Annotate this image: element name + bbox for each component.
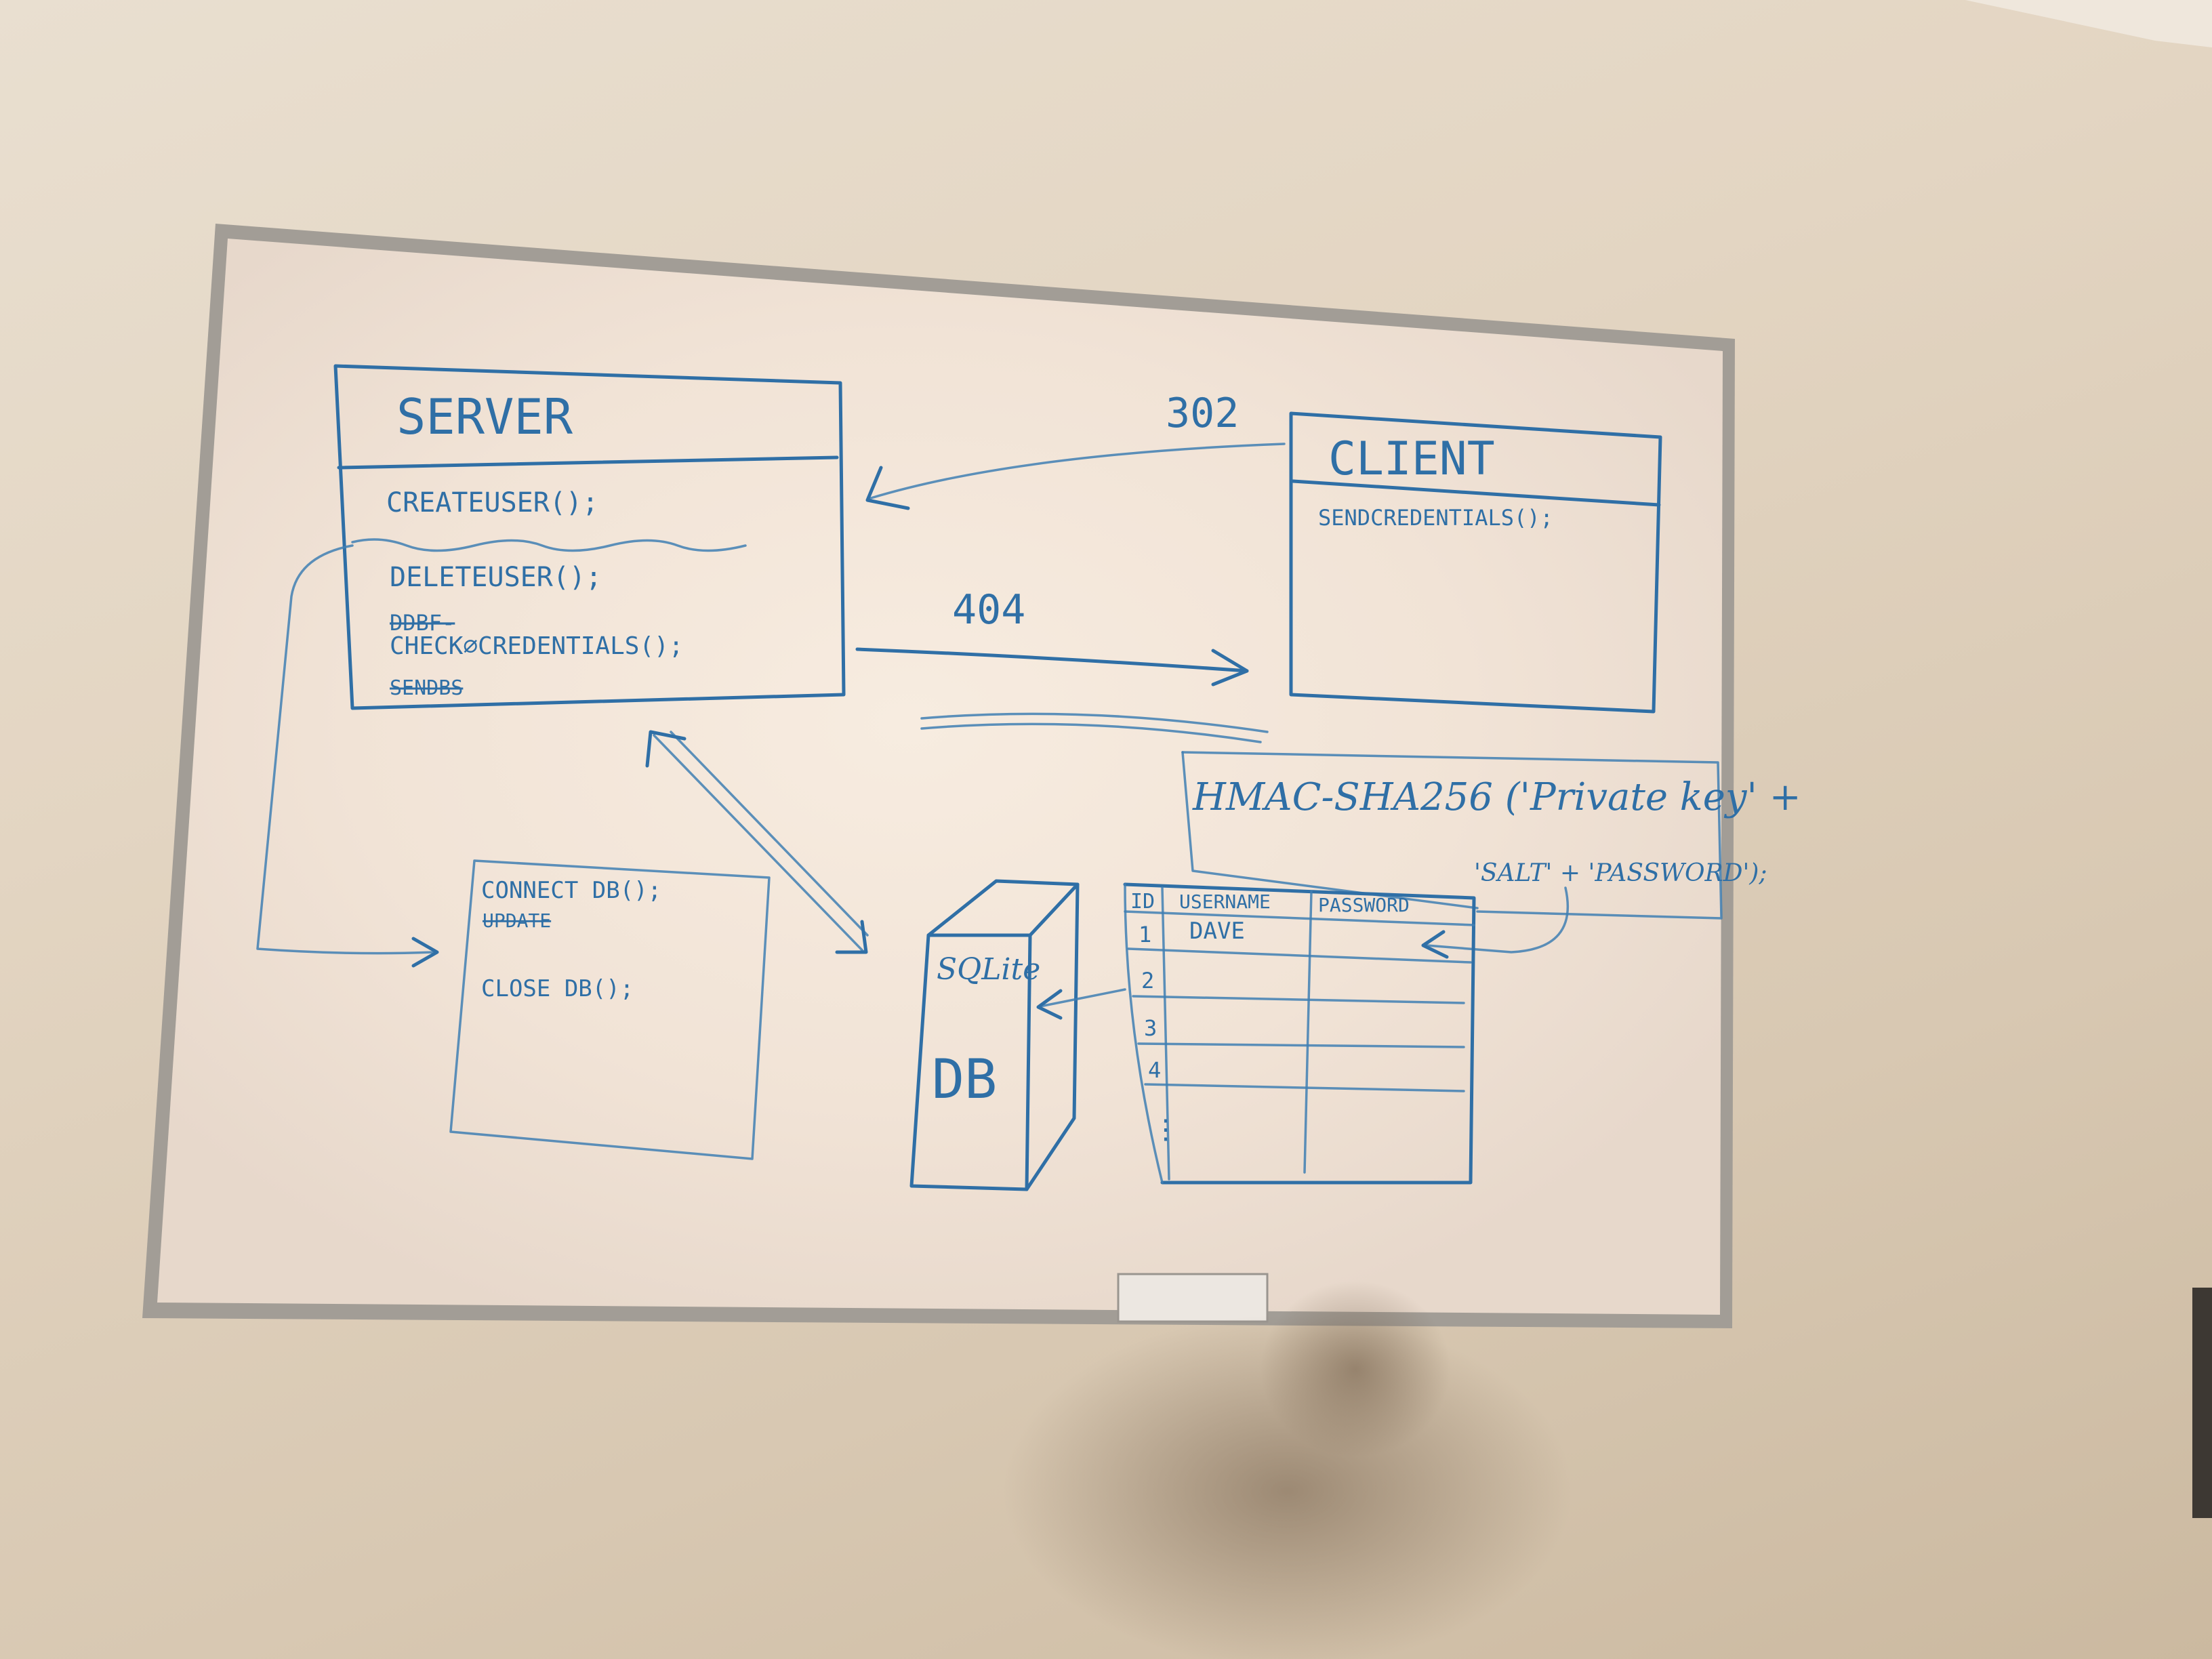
server-method-create: CREATEUSER(); — [386, 487, 598, 518]
hash-note-line2: 'SALT' + 'PASSWORD'); — [1474, 859, 1767, 887]
server-box: SERVER CREATEUSER(); DELETEUSER(); DDBF-… — [333, 364, 846, 710]
db-helper-struck: UPDATE — [483, 909, 551, 932]
client-box: CLIENT SENDCREDENTIALS(); — [1289, 411, 1662, 714]
server-method-check: CHECK∅CREDENTIALS(); — [390, 632, 683, 660]
db-helper-box: CONNECT DB(); UPDATE CLOSE DB(); — [449, 859, 771, 1160]
redirect-code: 302 — [1166, 390, 1239, 437]
db-helper-connect: CONNECT DB(); — [481, 877, 661, 904]
table-row-id: 2 — [1141, 968, 1154, 994]
server-db-arrow — [645, 730, 869, 954]
users-table: ID USERNAME PASSWORD 1 DAVE 2 3 4 ⋮ — [1123, 882, 1476, 1185]
hash-note-line1: HMAC-SHA256 ('Private key' + — [1192, 775, 1801, 819]
table-db-arrow — [1036, 988, 1126, 1020]
server-title: SERVER — [396, 388, 573, 445]
client-method-send: SENDCREDENTIALS(); — [1318, 505, 1553, 531]
sqlite-database: SQLite DB — [909, 879, 1080, 1191]
database-label: DB — [932, 1048, 997, 1111]
table-header-username: USERNAME — [1179, 890, 1271, 913]
connect-arrow — [256, 544, 439, 968]
server-struck-1: DDBF- — [390, 610, 455, 636]
edge-object — [2192, 1288, 2212, 1518]
faint-stroke — [920, 722, 1262, 743]
server-method-delete: DELETEUSER(); — [390, 562, 602, 593]
faint-stroke — [920, 712, 1269, 733]
head-shadow — [1261, 1281, 1450, 1457]
hash-note: HMAC-SHA256 ('Private key' + 'SALT' + 'P… — [1181, 751, 1801, 959]
not-found-code: 404 — [952, 586, 1025, 634]
table-ellipsis: ⋮ — [1152, 1114, 1179, 1145]
ceiling — [1965, 0, 2212, 47]
db-helper-close: CLOSE DB(); — [481, 975, 634, 1002]
database-engine: SQLite — [937, 952, 1040, 987]
table-header-password: PASSWORD — [1318, 894, 1410, 916]
client-title: CLIENT — [1328, 432, 1495, 486]
table-row-id: 3 — [1144, 1015, 1157, 1041]
not-found-arrow: 404 — [855, 586, 1249, 687]
server-struck-2: SENDBS — [390, 676, 463, 700]
table-row-username: DAVE — [1189, 918, 1245, 945]
table-row-id: 4 — [1148, 1057, 1161, 1083]
table-row-id: 1 — [1139, 922, 1151, 947]
table-header-id: ID — [1130, 890, 1155, 914]
marker-tray — [1117, 1273, 1269, 1323]
redirect-arrow: 302 — [865, 390, 1286, 510]
